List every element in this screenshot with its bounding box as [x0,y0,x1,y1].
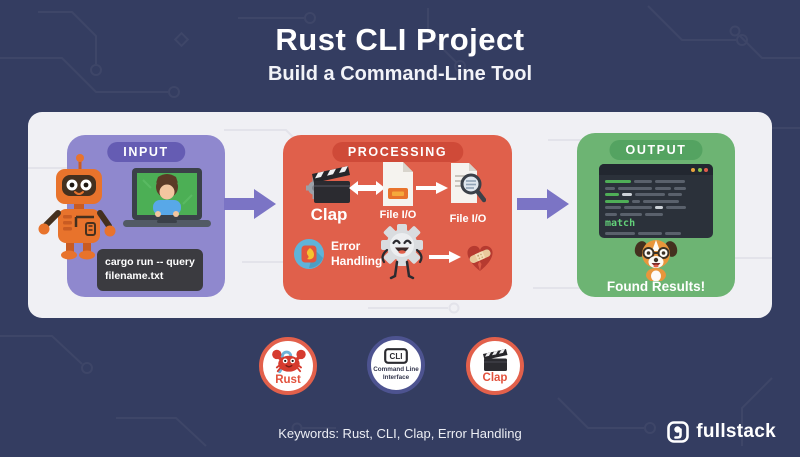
code-line-2: filename.txt [105,270,164,283]
output-section: OUTPUT match [577,133,735,297]
cli-box-icon: CLI [384,348,408,365]
broken-heart-icon [467,245,493,271]
clap-label: Clap [310,205,348,224]
page-title: Rust CLI Project [275,22,525,57]
robot-icon [38,154,116,260]
page-subtitle: Build a Command-Line Tool [267,63,533,85]
terminal-dot-red-icon [704,167,708,172]
file-io-right-label: File I/O [449,213,487,225]
processing-section: PROCESSING Clap [283,135,512,300]
badge-cli-label: Command Line Interface [373,366,419,381]
badge-cli: CLI Command Line Interface [367,336,425,394]
output-section-label: OUTPUT [609,140,703,160]
processing-section-label: PROCESSING [331,142,464,162]
clap-crate-icon [306,166,350,203]
crab-icon [272,349,306,373]
input-section-label: INPUT [107,142,185,162]
badge-rust-label: Rust [275,373,301,386]
terminal-dot-yellow-icon [691,167,695,172]
fullstack-logo-icon [667,421,690,443]
clapperboard-icon [483,348,508,371]
badge-rust: Rust [259,337,317,395]
error-handling-icon [294,239,324,269]
terminal-titlebar [599,164,713,175]
terminal-window: match [599,164,713,238]
arrow-processing-to-output-icon [517,189,569,219]
file-search-icon [451,163,486,203]
brand-logo: fullstack [667,421,776,443]
terminal-match-text: match [605,218,636,229]
terminal-dot-green-icon [697,167,702,172]
double-arrow-icon [349,181,385,195]
badge-clap: Clap [466,337,524,395]
brand-name: fullstack [696,421,776,442]
arrow-input-to-processing-icon [224,189,276,219]
flow-panel: INPUT [28,112,772,318]
arrow-right-icon [416,182,448,194]
laptop-coder-icon [123,168,211,227]
badge-clap-label: Clap [482,371,508,384]
gear-character-icon [381,224,423,280]
found-results-label: Found Results! [606,279,706,294]
dog-icon [634,240,678,281]
code-snippet: cargo run -- query filename.txt [97,249,203,291]
file-io-icon [383,162,413,206]
terminal-output-lines: match [599,175,713,238]
input-section: INPUT [38,135,225,297]
keywords-text: Keywords: Rust, CLI, Clap, Error Handlin… [278,426,522,441]
file-io-left-label: File I/O [379,209,417,221]
error-handling-label: Error Handling [331,239,383,268]
svg-text:CLI: CLI [390,352,403,361]
arrow-right-icon [429,251,461,263]
code-line-1: cargo run -- query [105,256,195,268]
